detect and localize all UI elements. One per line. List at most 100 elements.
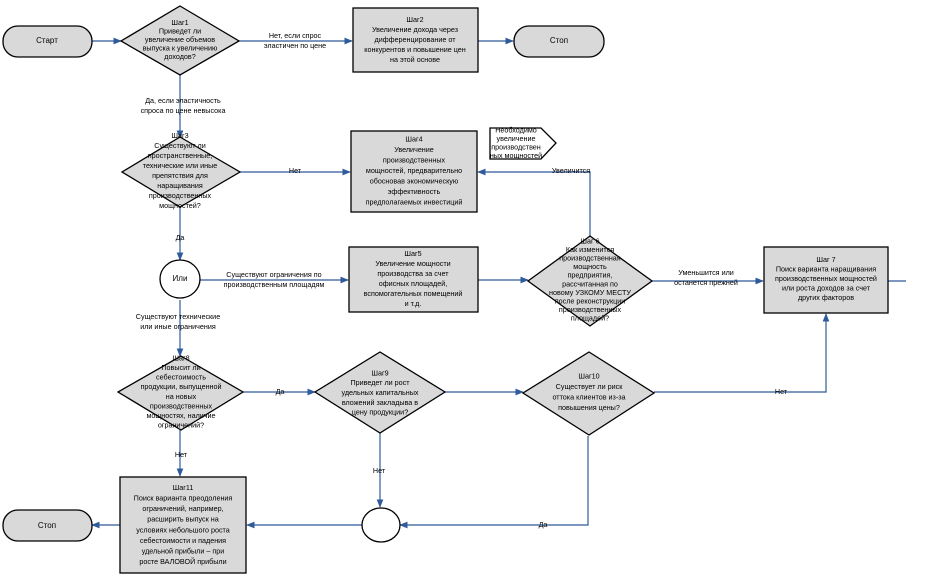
label-line: производственная xyxy=(559,253,621,262)
label-line: вспомогательных помещений xyxy=(364,289,463,298)
label-line: Шаг10 xyxy=(578,371,599,380)
label-line: конкурентов и повышение цен xyxy=(364,45,466,54)
label-line: Приведет ли xyxy=(159,26,201,35)
label-line: Старт xyxy=(36,36,58,45)
edge-label-e10_no: Нет xyxy=(775,387,788,396)
label-line: технические или иные xyxy=(143,161,218,170)
label-line: предприятия, xyxy=(568,271,613,280)
nodes xyxy=(2,5,889,574)
label-line: Или xyxy=(173,274,188,283)
label-line: Да xyxy=(539,520,548,529)
edge-step10-step7 xyxy=(654,313,830,393)
label-line: производственных xyxy=(559,305,622,314)
label-line: Стоп xyxy=(550,36,568,45)
terminal-stop-2 xyxy=(2,509,93,542)
label-line: Шаг9 xyxy=(371,368,388,377)
label-line: Шаг 6 xyxy=(580,236,599,245)
label-line: Шаг5 xyxy=(404,249,421,258)
edge-label-e8_no: Нет xyxy=(175,450,188,459)
decision-step8 xyxy=(116,355,245,431)
label-line: Повысит ли xyxy=(161,363,200,372)
label-line: предполагаемых инвестиций xyxy=(366,197,463,206)
label-line: Нет, если спрос xyxy=(269,31,322,40)
process-step7 xyxy=(763,246,889,314)
process-step11 xyxy=(119,476,247,574)
label-line: себестоимость xyxy=(156,373,206,382)
label-line: Как изменится xyxy=(566,245,614,254)
label-line: Да xyxy=(276,387,285,396)
label-line: эластичен по цене xyxy=(264,41,326,50)
label-line: производственным площадям xyxy=(224,280,325,289)
label-line: на этой основе xyxy=(390,55,440,64)
edge-label-e10_yes: Да xyxy=(539,520,548,529)
edge-label-e3_no: Нет xyxy=(289,166,302,175)
edge-step6-step4 xyxy=(477,168,591,236)
label-line: Увеличение xyxy=(394,145,434,154)
label-line: мощностях, наличие xyxy=(146,411,215,420)
label-line: Существует ли риск xyxy=(556,382,624,391)
node-label-stop1: Стоп xyxy=(550,36,568,45)
edge-step10-join xyxy=(399,436,589,529)
label-line: производственных xyxy=(150,401,213,410)
label-line: расширить выпуск на xyxy=(147,515,219,524)
process-step2 xyxy=(352,7,479,73)
label-line: Приведет ли рост xyxy=(350,378,410,387)
label-line: или роста доходов за счет xyxy=(782,284,871,293)
label-line: росте ВАЛОВОЙ прибыли xyxy=(139,557,226,566)
label-line: ограничений, например, xyxy=(142,504,223,513)
label-line: условиях небольшого роста xyxy=(136,525,230,534)
label-line: Да, если эластичность xyxy=(145,96,221,105)
label-line: площадей? xyxy=(571,314,609,323)
process-step4 xyxy=(350,130,478,213)
label-line: Шаг3 xyxy=(171,131,188,140)
label-line: ных мощностей xyxy=(490,151,542,160)
connector-or xyxy=(159,259,201,299)
node-label-stop2: Стоп xyxy=(38,521,56,530)
label-line: пространственные, xyxy=(148,151,212,160)
label-line: увеличение объемов xyxy=(145,35,215,44)
edge-label-e6_up: Увеличится xyxy=(552,166,590,175)
label-line: Да xyxy=(176,233,185,242)
label-line: обосновав экономическую xyxy=(370,176,459,185)
label-line: повышения цены? xyxy=(558,403,620,412)
label-line: мощностей, предварительно xyxy=(366,166,462,175)
label-line: Шаг11 xyxy=(173,483,194,492)
label-line: производства за счет xyxy=(377,269,449,278)
node-label-or_node: Или xyxy=(173,274,188,283)
label-line: ограничений? xyxy=(158,421,204,430)
label-line: Шаг1 xyxy=(171,18,188,27)
label-line: Увеличится xyxy=(552,166,590,175)
label-line: Нет xyxy=(175,450,188,459)
label-line: Увеличение мощности xyxy=(375,259,450,268)
process-step5 xyxy=(348,246,479,313)
label-line: Уменьшится или xyxy=(678,268,734,277)
label-line: рассчитанная по xyxy=(562,279,618,288)
label-line: Поиск варианта преодоления xyxy=(134,493,233,502)
label-line: вложений закладыва в xyxy=(342,398,418,407)
label-line: Необходимо xyxy=(495,125,537,134)
label-line: продукции, выпущенной xyxy=(140,382,221,391)
node-label-start: Старт xyxy=(36,36,58,45)
terminal-stop-1 xyxy=(513,25,605,58)
terminal-start xyxy=(2,25,93,58)
label-line: производственных xyxy=(149,191,212,200)
label-line: себестоимости и падения xyxy=(140,536,226,545)
label-line: на новых xyxy=(166,392,197,401)
label-line: выпуска к увеличению xyxy=(143,44,218,53)
decision-step9 xyxy=(313,351,447,434)
label-line: Шаг2 xyxy=(406,15,423,24)
connector-join xyxy=(361,507,401,543)
